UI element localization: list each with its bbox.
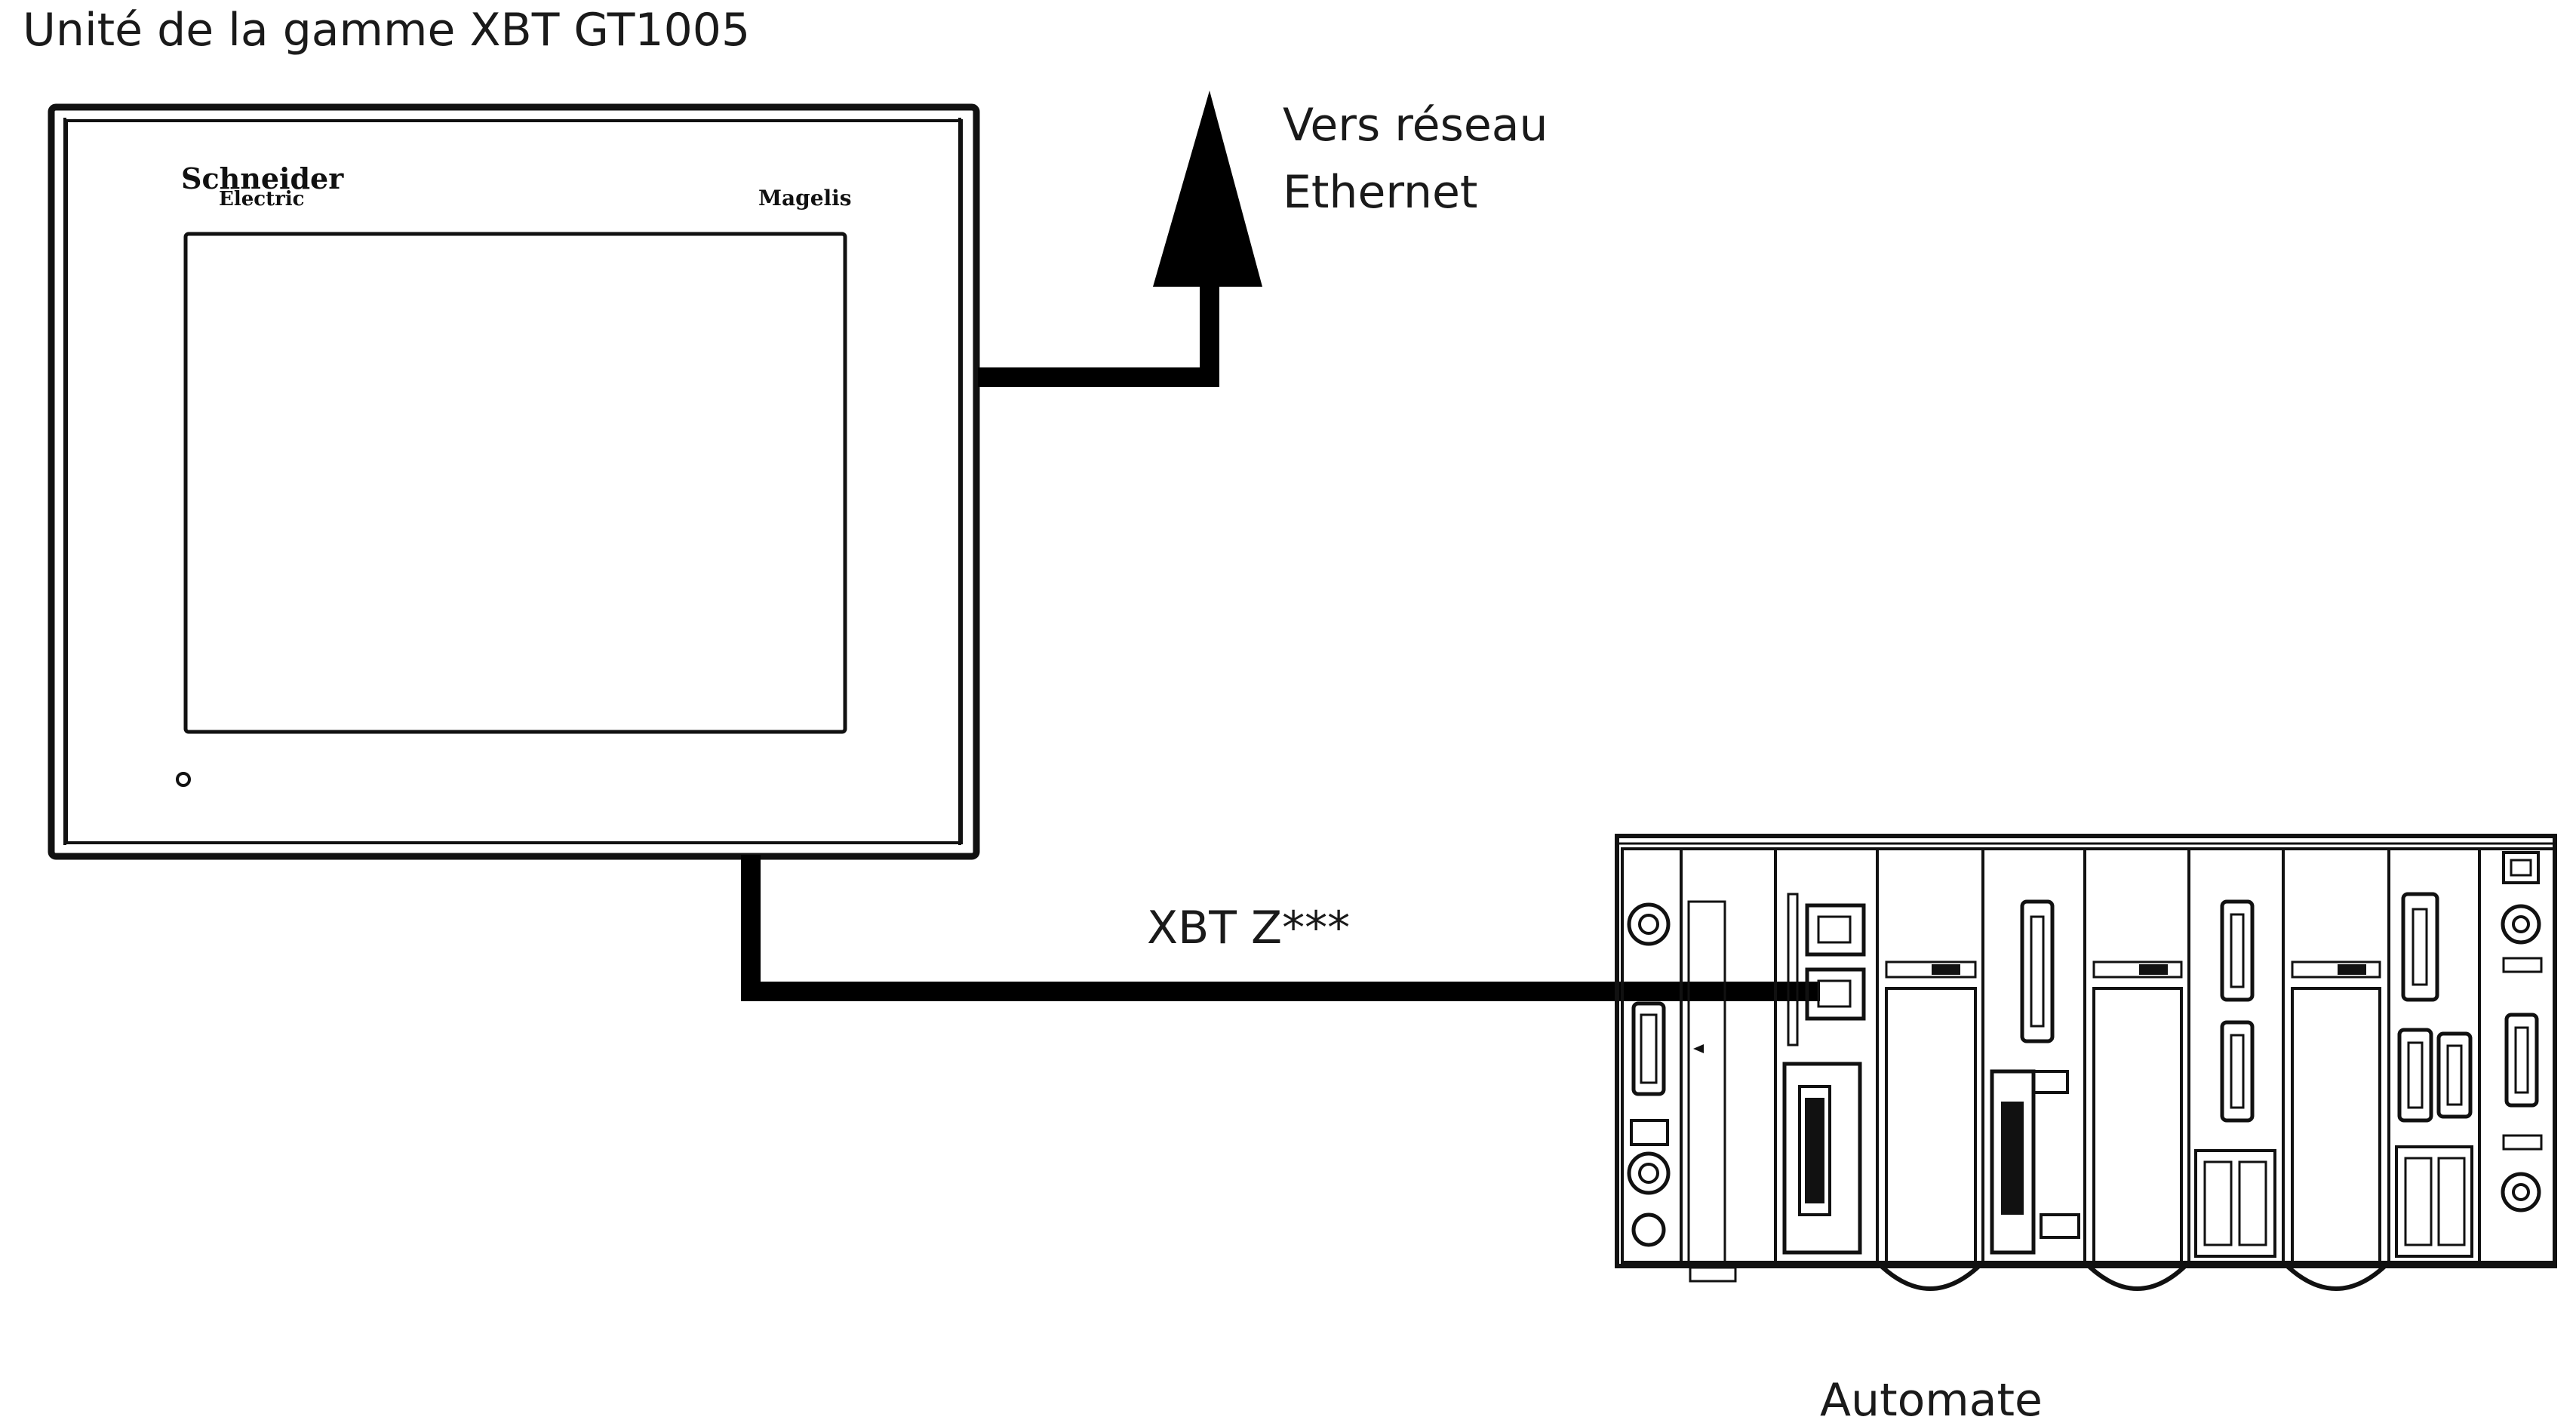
schneider-logo: Schneider Electric: [181, 161, 344, 211]
network-label-line2: Ethernet: [1283, 166, 1477, 219]
serial-cable: [741, 855, 1820, 1001]
brand-line2: Electric: [219, 188, 304, 211]
io-module-5: [2281, 847, 2391, 1291]
diagram-title: Unité de la gamme XBT GT1005: [23, 4, 750, 57]
hmi-terminal: Schneider Electric Magelis: [48, 103, 980, 860]
io-module-3: [2083, 847, 2191, 1291]
end-module: [2478, 847, 2556, 1264]
io-module-2: [1981, 847, 2086, 1264]
comm-module: [1774, 847, 1879, 1264]
plc-rack: [1615, 834, 2557, 1291]
model-badge: Magelis: [758, 186, 852, 211]
plc-label: Automate: [1820, 1374, 2043, 1426]
status-led-icon: [176, 772, 191, 787]
hmi-screen: [183, 232, 847, 734]
io-module-6: [2387, 847, 2481, 1264]
cpu-module: [1680, 847, 1777, 1283]
ethernet-link: [978, 91, 1262, 387]
network-label-line1: Vers réseau: [1283, 99, 1548, 152]
power-supply-module: [1621, 847, 1683, 1264]
network-arrow-icon: [1153, 91, 1262, 287]
io-module-1: [1875, 847, 1985, 1291]
brand-line1: Schneider: [181, 161, 344, 195]
io-module-4: [2187, 847, 2285, 1264]
cable-label: XBT Z***: [1147, 902, 1350, 954]
